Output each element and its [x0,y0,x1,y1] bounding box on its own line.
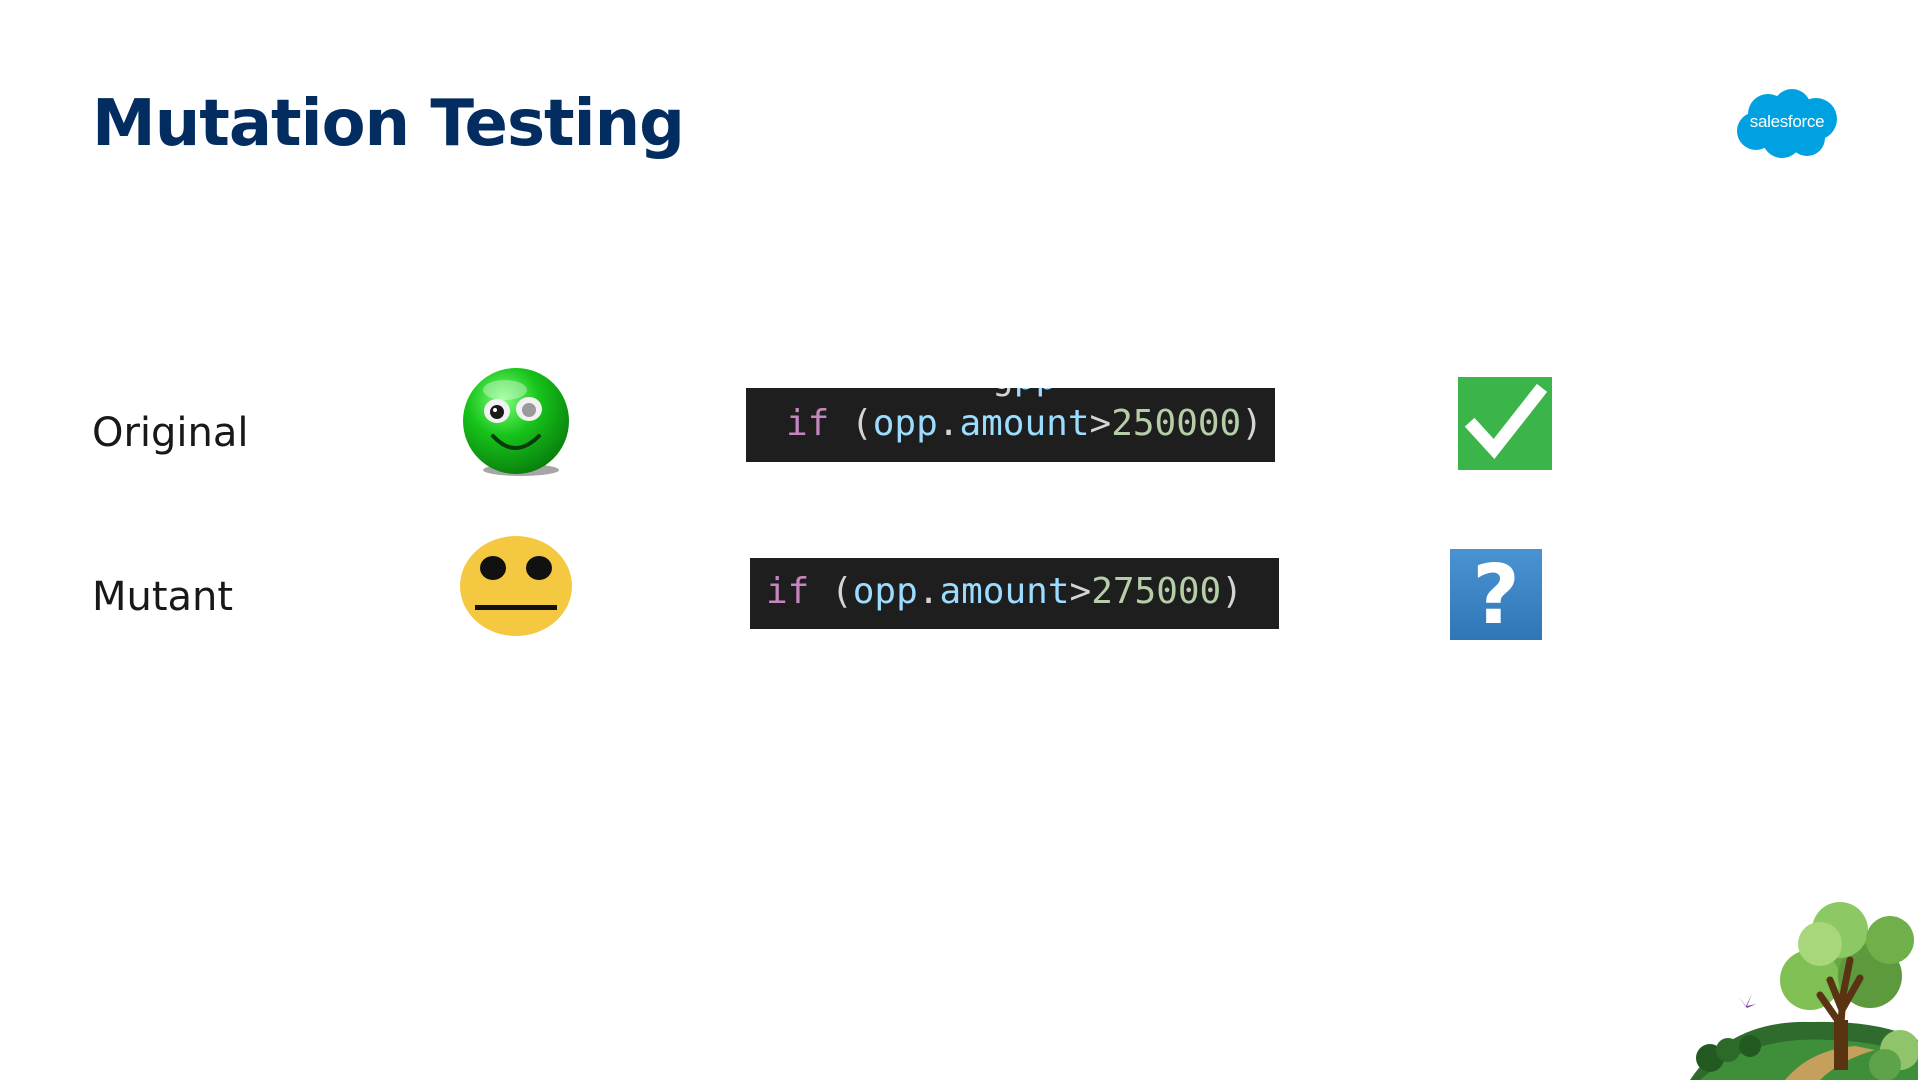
check-mark-icon [1458,377,1552,470]
row-label-mutant: Mutant [92,574,234,620]
salesforce-logo-text: salesforce [1749,112,1825,131]
code-partial-line: gpp [992,388,1275,398]
salesforce-cloud-icon [1737,89,1837,158]
salesforce-logo: salesforce [1734,86,1840,162]
happy-green-smiley-icon [463,368,569,476]
neutral-yellow-face-icon [460,536,572,636]
code-snippet-mutant: if (opp.amount>275000) [750,558,1279,629]
code-line-original: if (opp.amount>250000) [786,403,1263,444]
code-line-mutant: if (opp.amount>275000) [766,571,1243,612]
row-label-original: Original [92,410,249,456]
question-mark-icon: ? [1450,549,1542,640]
tree-hill-butterfly-icon [1690,902,1918,1080]
question-mark-glyph: ? [1472,549,1520,640]
code-snippet-original: gpp if (opp.amount>250000) [746,388,1275,462]
slide-title: Mutation Testing [92,87,685,161]
